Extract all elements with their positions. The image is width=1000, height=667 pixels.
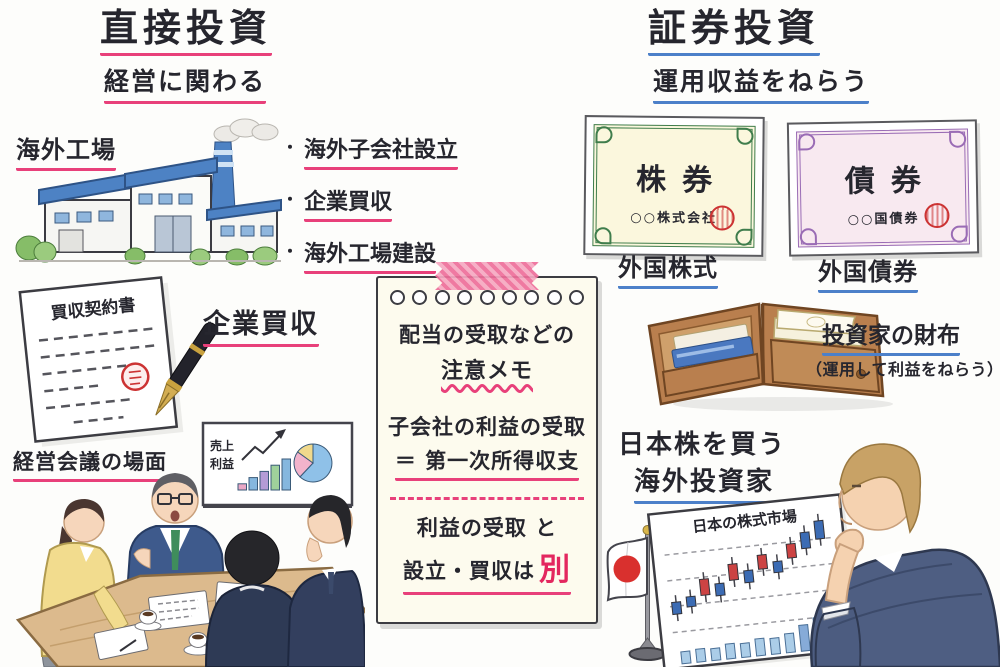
meeting-label: 経営会議の場面	[13, 446, 167, 482]
bullet-subsidiary: ・海外子会社設立	[282, 132, 459, 170]
investor-wallet-illustration	[647, 302, 893, 411]
memo-heading-line1: 配当の受取などの	[399, 323, 575, 347]
wallet-icon	[647, 302, 885, 406]
investor-caption-line2: 海外投資家	[634, 461, 775, 504]
whiteboard-sales-label: 売上	[210, 438, 234, 453]
stock-certificate: 株券 ○○株式会社	[583, 115, 765, 257]
whiteboard-profit-label: 利益	[210, 456, 234, 471]
washi-tape-icon	[435, 262, 539, 290]
management-meeting-illustration: 売上 利益	[15, 421, 365, 667]
whiteboard-pie-chart	[293, 443, 333, 483]
securities-investment-title: 証券投資	[648, 7, 821, 56]
whiteboard-bar-series	[237, 458, 291, 491]
securities-investment-subtitle: 運用収益をねらう	[653, 62, 870, 104]
factory-label: 海外工場	[16, 130, 116, 171]
candlestick-series	[671, 513, 826, 622]
caution-memo-pad: 配当の受取などの 注意メモ 子会社の利益の受取 ＝ 第一次所得収支 利益の受取 …	[376, 262, 598, 624]
meeting-person-back	[204, 530, 306, 667]
memo-note-line2: 設立・買収は別	[378, 544, 596, 595]
acquisition-label: 企業買収	[203, 302, 319, 347]
bullet-acquisition: ・企業買収	[282, 184, 458, 222]
contract-seal-icon	[121, 362, 150, 391]
foreign-investor-illustration	[809, 443, 1000, 667]
stock-certificate-frame: 株券 ○○株式会社	[592, 124, 756, 248]
wallet-note: （運用して利益をねらう）	[806, 360, 1000, 379]
memo-ring-holes	[378, 278, 596, 305]
direct-investment-subtitle: 経営に関わる	[104, 62, 267, 104]
foreign-bond-label: 外国債券	[818, 252, 918, 293]
meeting-person-right	[286, 495, 365, 667]
japan-flag-icon	[606, 525, 667, 661]
stock-certificate-title: 株券	[635, 162, 729, 199]
memo-highlight-word: 別	[539, 552, 571, 588]
fountain-pen-icon	[155, 322, 218, 416]
banknotes-icon	[773, 309, 864, 347]
bond-certificate-frame: 債券 ○○国債券	[796, 128, 970, 248]
bond-certificate-title: 債券	[844, 163, 938, 200]
japan-flag-illustration	[606, 525, 667, 661]
memo-body-line2: ＝ 第一次所得収支	[378, 445, 596, 481]
memo-body-line1: 子会社の利益の受取	[388, 415, 586, 439]
wallet-label: 投資家の財布	[822, 316, 960, 356]
direct-investment-bullet-list: ・海外子会社設立 ・企業買収 ・海外工場建設	[282, 132, 459, 288]
stock-seal-icon	[709, 205, 735, 231]
investor-caption-line1: 日本株を買う	[618, 430, 787, 460]
bond-certificate: 債券 ○○国債券	[786, 119, 980, 257]
overseas-factory-illustration	[15, 118, 282, 266]
direct-investment-title: 直接投資	[100, 7, 273, 56]
bullet-factory-construction: ・海外工場建設	[282, 236, 458, 274]
memo-heading-line2: 注意メモ	[440, 359, 533, 384]
acquisition-contract-illustration: 買収契約書	[18, 276, 218, 447]
smoke-icon	[213, 118, 279, 143]
japan-stock-market-chart: 日本の株式市場	[646, 493, 860, 667]
whiteboard: 売上 利益	[201, 421, 354, 508]
memo-dashed-divider	[390, 497, 584, 500]
chimney	[210, 141, 236, 211]
foreign-stock-label: 外国株式	[618, 248, 718, 289]
memo-note-line1: 利益の受取 と	[416, 516, 558, 540]
investor-person	[809, 443, 1000, 667]
